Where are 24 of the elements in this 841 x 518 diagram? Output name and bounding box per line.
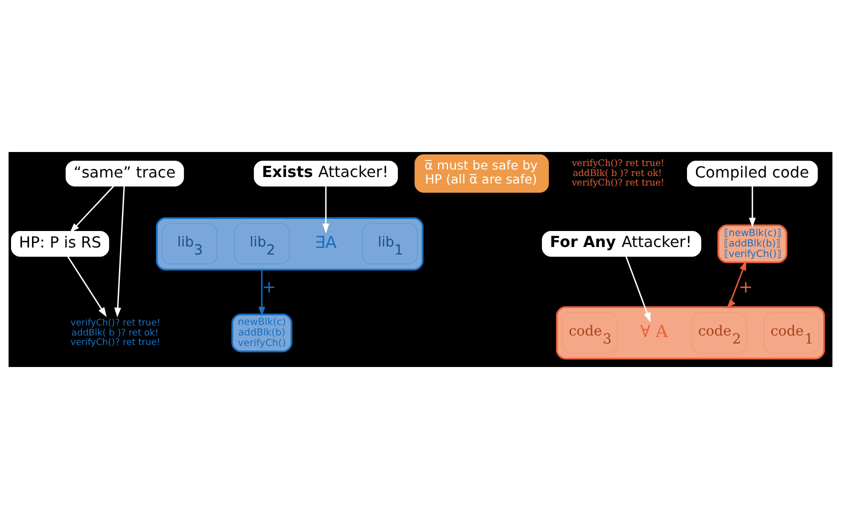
node-box: “same” trace bbox=[66, 160, 184, 186]
node-box: HP: P is RS bbox=[11, 230, 110, 256]
arrow bbox=[625, 256, 651, 322]
arrow bbox=[114, 186, 125, 317]
cluster bbox=[156, 216, 424, 270]
node-text: verifyCh()? ret true! addBlk( b )? ret ok! verifyCh()? ret true! bbox=[572, 158, 664, 188]
arrow bbox=[67, 256, 107, 316]
node-box: For Any Attacker! bbox=[542, 230, 702, 256]
arrow bbox=[748, 186, 756, 227]
arrow bbox=[726, 260, 746, 308]
node-box: α̅ must be safe by HP (all α̅ are safe) bbox=[414, 154, 549, 192]
edge-label: + bbox=[738, 277, 753, 296]
node-text: verifyCh()? ret true! addBlk( b )? ret ok! verifyCh()? ret true! bbox=[70, 318, 160, 348]
node-box: ⟦newBlk(c)⟧ ⟦addBlk(b)⟧ ⟦verifyCh()⟧ bbox=[717, 224, 788, 263]
node-box: Exists Attacker! bbox=[254, 160, 398, 186]
node-text: ∀ A bbox=[640, 322, 668, 341]
node-text: ∃A bbox=[314, 232, 337, 252]
arrow bbox=[258, 269, 266, 316]
arrow bbox=[70, 185, 114, 232]
node-box: newBlk(c) addBlk(b) verifyCh() bbox=[231, 313, 292, 352]
node-box: Compiled code bbox=[686, 160, 818, 186]
edge-label: + bbox=[262, 277, 276, 296]
cluster bbox=[556, 306, 825, 360]
arrow bbox=[322, 186, 330, 233]
